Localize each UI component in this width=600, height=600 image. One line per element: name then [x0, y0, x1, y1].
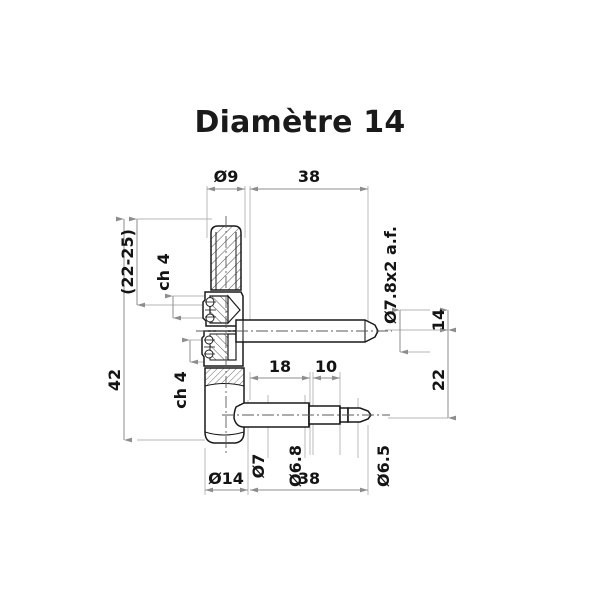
dim-14: 14: [429, 309, 448, 331]
dim-22: 22: [429, 369, 448, 391]
dim-18: 18: [269, 357, 291, 376]
dimension-lines: [116, 186, 456, 493]
hinge-geometry: [201, 225, 379, 444]
dim-diameter-7: Ø7: [249, 454, 268, 479]
dim-d78x2-af: Ø7.8x2 a.f.: [381, 226, 400, 324]
page-title: Diamètre 14: [194, 105, 406, 140]
dimension-texts: Ø9 38 (22-25) 42 ch 4 ch 4 Ø7.8x2 a.f. 1…: [105, 167, 448, 488]
dim-22-25: (22-25): [118, 229, 137, 295]
dim-ch4-upper: ch 4: [154, 253, 173, 291]
dim-42: 42: [105, 369, 124, 391]
dim-length-38-bottom: 38: [298, 469, 320, 488]
dim-diameter-6-5: Ø6.5: [374, 445, 393, 487]
dim-10: 10: [315, 357, 337, 376]
dim-ch4-lower: ch 4: [171, 371, 190, 409]
dim-diameter-9: Ø9: [214, 167, 239, 186]
dim-length-38-top: 38: [298, 167, 320, 186]
dim-diameter-14: Ø14: [208, 469, 244, 488]
dim-diameter-6-8: Ø6.8: [286, 445, 305, 487]
center-lines: [196, 216, 392, 455]
